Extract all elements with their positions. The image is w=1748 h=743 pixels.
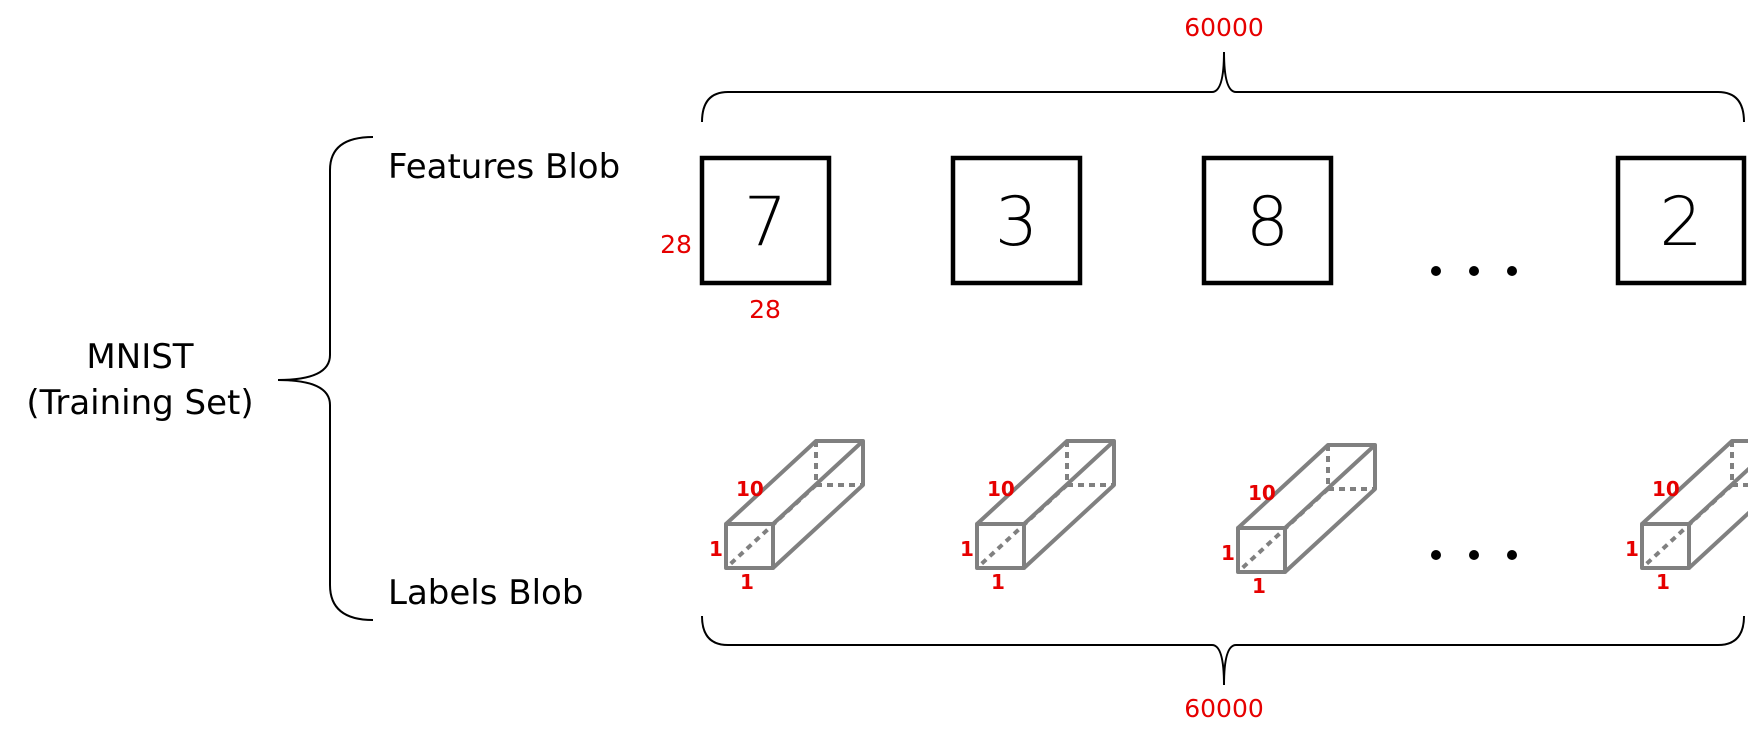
prism-edges	[975, 439, 1116, 570]
prism-width-label: 1	[991, 570, 1005, 594]
prism-height-label: 1	[709, 537, 723, 561]
feature-sample-last: 2	[1615, 155, 1747, 286]
prism-edges	[1640, 439, 1748, 570]
feature-sample-1: 7	[699, 155, 832, 286]
prism-height-label: 1	[960, 537, 974, 561]
labels-blob-label: Labels Blob	[388, 573, 583, 613]
prism-hidden-edges	[1236, 445, 1375, 574]
prism-front-face	[1640, 522, 1691, 570]
feature-digit: 3	[995, 183, 1038, 262]
labels-count-label: 60000	[1184, 694, 1264, 723]
prism-width-label: 1	[1656, 570, 1670, 594]
feature-digit: 2	[1659, 183, 1702, 262]
features-count-brace	[701, 51, 1745, 123]
feature-box	[950, 155, 1083, 286]
prism-height-label: 1	[1221, 541, 1235, 565]
dataset-subtitle: (Training Set)	[26, 383, 253, 423]
prism-hidden-edges	[724, 441, 863, 570]
prism-edges	[724, 439, 865, 570]
dataset-brace	[277, 136, 374, 621]
label-prism: 10 11	[1625, 439, 1748, 594]
prism-hidden-edges	[1640, 441, 1748, 570]
feature-box	[1615, 155, 1747, 286]
feature-sample-3: 8	[1201, 155, 1334, 286]
prism-height-label: 1	[1625, 537, 1639, 561]
label-prism: 10 11	[1221, 443, 1377, 598]
ellipsis-dot	[1507, 266, 1517, 276]
feature-box	[699, 155, 832, 286]
ellipsis-dot	[1431, 550, 1441, 560]
feature-digit: 8	[1246, 183, 1289, 262]
label-prism: 10 11	[960, 439, 1116, 594]
features-ellipsis	[1431, 266, 1517, 276]
feature-sample-2: 3	[950, 155, 1083, 286]
prism-front-face	[975, 522, 1026, 570]
prism-front-face	[724, 522, 775, 570]
label-prism: 10 11	[709, 439, 865, 594]
prism-depth-label: 10	[987, 477, 1015, 501]
feature-height-label: 28	[660, 230, 692, 259]
prism-edges	[1236, 443, 1377, 574]
feature-digit: 7	[744, 183, 787, 262]
ellipsis-dot	[1469, 550, 1479, 560]
ellipsis-dot	[1431, 266, 1441, 276]
prism-depth-label: 10	[1248, 481, 1276, 505]
labels-ellipsis	[1431, 550, 1517, 560]
prism-hidden-edges	[975, 441, 1114, 570]
features-count-label: 60000	[1184, 13, 1264, 42]
prism-depth-label: 10	[1652, 477, 1680, 501]
prism-width-label: 1	[740, 570, 754, 594]
features-blob-label: Features Blob	[388, 147, 620, 187]
prism-width-label: 1	[1252, 574, 1266, 598]
ellipsis-dot	[1469, 266, 1479, 276]
feature-box	[1201, 155, 1334, 286]
prism-front-face	[1236, 526, 1287, 574]
labels-count-brace	[701, 615, 1745, 686]
dataset-title: MNIST	[86, 337, 193, 377]
prism-depth-label: 10	[736, 477, 764, 501]
feature-width-label: 28	[749, 295, 781, 324]
ellipsis-dot	[1507, 550, 1517, 560]
